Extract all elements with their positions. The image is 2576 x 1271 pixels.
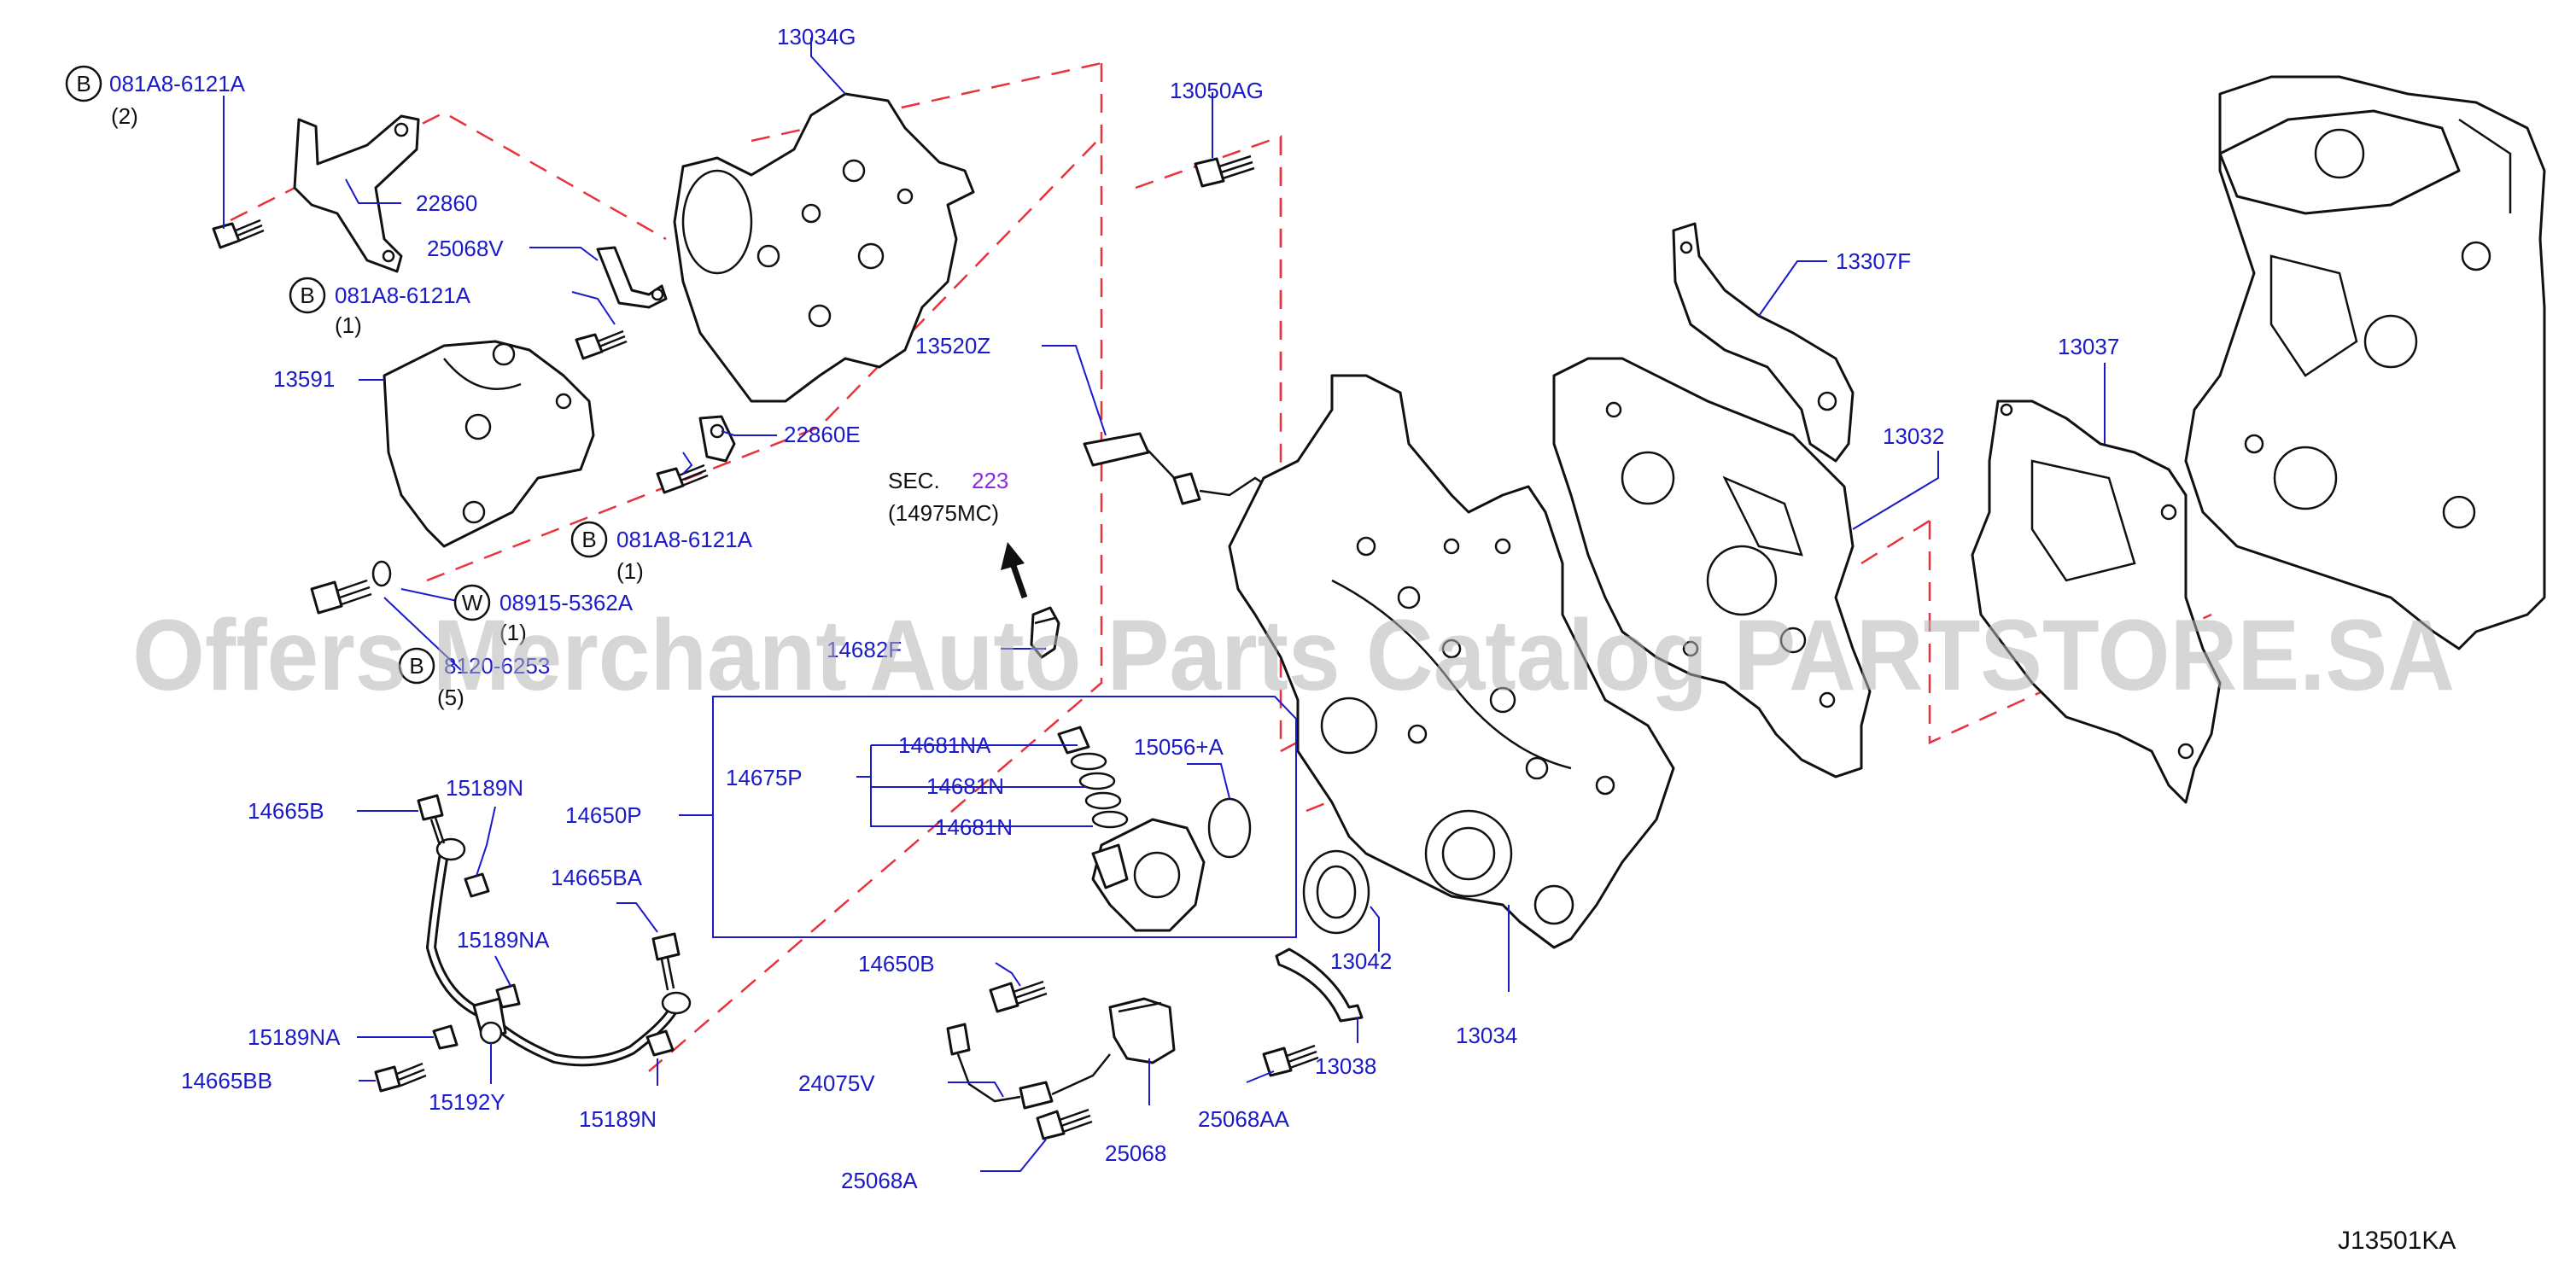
sec-arrow (1001, 542, 1028, 599)
bolt-25068aa (1262, 1044, 1319, 1077)
label-081a8-6121a-3[interactable]: 081A8-6121A (616, 527, 753, 552)
label-14681n-1[interactable]: 14681N (926, 773, 1004, 799)
sec-label: SEC. (888, 468, 940, 493)
washer-15189na-left (432, 1024, 459, 1050)
label-25068aa[interactable]: 25068AA (1198, 1106, 1290, 1132)
seal-13042 (1302, 849, 1370, 935)
label-15189n-2[interactable]: 15189N (579, 1106, 657, 1132)
callout-b-3: B (570, 521, 608, 558)
front-cover-13034 (1228, 374, 1675, 949)
label-15056a[interactable]: 15056+A (1134, 734, 1224, 760)
oil-pipe-15192y (425, 837, 692, 1067)
callout-w: W (453, 584, 491, 621)
label-14650p[interactable]: 14650P (565, 802, 642, 828)
rear-plate-13032 (1552, 357, 1872, 778)
callout-letter: B (76, 71, 91, 96)
bolt-14650b (989, 980, 1048, 1013)
callout-b-4: B (398, 647, 435, 685)
callout-letter: B (409, 653, 423, 679)
clip-25068v (596, 246, 668, 309)
callout-letter: W (462, 590, 483, 615)
gauge-13520z (1083, 432, 1282, 505)
harness-24075v (946, 1023, 1111, 1110)
washer-15189n-top (464, 872, 490, 898)
label-22860[interactable]: 22860 (416, 190, 477, 216)
label-14665b[interactable]: 14665B (248, 798, 324, 824)
clip-13038 (1275, 947, 1364, 1023)
bolt-14665bb (374, 1062, 427, 1093)
callout-letter: B (300, 283, 314, 308)
label-15189na-2[interactable]: 15189NA (248, 1024, 341, 1050)
qty-label: (5) (437, 685, 464, 710)
heat-shield-13034g (673, 92, 975, 403)
watermark: Offers Merchant Auto Parts Catalog PARTS… (132, 599, 2455, 712)
qty-label: (1) (335, 312, 362, 338)
label-14665ba[interactable]: 14665BA (551, 865, 643, 890)
label-15189na-1[interactable]: 15189NA (457, 927, 550, 953)
label-25068a[interactable]: 25068A (841, 1168, 918, 1193)
callout-b-1: B (65, 65, 102, 102)
qty-label: (1) (499, 620, 527, 645)
bolt-14665b (417, 794, 446, 846)
vacuum-pump (1057, 726, 1252, 932)
bracket-22860 (293, 114, 420, 273)
leader-lines (223, 38, 2106, 1172)
label-13042[interactable]: 13042 (1330, 948, 1392, 974)
label-24075v[interactable]: 24075V (798, 1070, 875, 1096)
label-13038[interactable]: 13038 (1315, 1053, 1376, 1079)
label-14682f[interactable]: 14682F (827, 637, 902, 662)
gasket-13307f (1672, 222, 1855, 463)
solenoid-25068 (1108, 997, 1176, 1064)
bolt-14665ba (651, 932, 681, 991)
diagram-id: J13501KA (2338, 1227, 2456, 1255)
washer-15189n-bottom (645, 1029, 675, 1057)
bolt-25068a (1036, 1108, 1093, 1140)
label-13034[interactable]: 13034 (1456, 1023, 1517, 1048)
clip-22860e (698, 415, 736, 463)
label-25068v[interactable]: 25068V (427, 236, 504, 261)
bolt-top-left (212, 219, 265, 249)
label-14681n-2[interactable]: 14681N (935, 814, 1013, 840)
label-13307f[interactable]: 13307F (1836, 248, 1911, 274)
label-14675p[interactable]: 14675P (726, 765, 803, 790)
bolt-mid-left (575, 329, 628, 360)
label-14681na[interactable]: 14681NA (898, 732, 991, 758)
sec-number[interactable]: 223 (972, 468, 1008, 493)
label-13032[interactable]: 13032 (1883, 423, 1944, 449)
bolt-13050ag (1194, 155, 1255, 188)
label-13050ag[interactable]: 13050AG (1170, 78, 1264, 103)
label-13591[interactable]: 13591 (273, 366, 335, 392)
label-13037[interactable]: 13037 (2058, 334, 2119, 359)
assembly-box-14650p (712, 696, 1297, 938)
gasket-13037 (1971, 399, 2222, 804)
label-8120-6253[interactable]: 8120-6253 (444, 653, 550, 679)
label-15189n-1[interactable]: 15189N (446, 775, 523, 801)
label-25068[interactable]: 25068 (1105, 1140, 1166, 1166)
label-08915-5362a[interactable]: 08915-5362A (499, 590, 634, 615)
qty-label: (1) (616, 558, 644, 584)
label-22860e[interactable]: 22860E (784, 422, 861, 447)
qty-label: (2) (111, 103, 138, 129)
sec-sub: (14975MC) (888, 500, 999, 526)
label-081a8-6121a-1[interactable]: 081A8-6121A (109, 71, 246, 96)
cover-13591 (383, 340, 595, 548)
label-081a8-6121a-2[interactable]: 081A8-6121A (335, 283, 471, 308)
washer-15189na-top (495, 983, 521, 1009)
callout-letter: B (581, 527, 596, 552)
label-15192y[interactable]: 15192Y (429, 1089, 505, 1115)
part-labels: 081A8-6121A (2) 13034G 22860 25068V 081A… (109, 24, 2119, 1193)
bolt-22860e (656, 464, 709, 494)
bolt-washer-left (310, 560, 392, 615)
engine-block (2184, 75, 2546, 650)
assembly-lines (230, 61, 2212, 1072)
label-13520z[interactable]: 13520Z (915, 333, 990, 359)
label-14650b[interactable]: 14650B (858, 951, 935, 977)
sensor-14682 (1030, 606, 1060, 659)
label-14665bb[interactable]: 14665BB (181, 1068, 272, 1093)
label-13034g[interactable]: 13034G (777, 24, 856, 50)
callout-b-2: B (289, 277, 326, 314)
